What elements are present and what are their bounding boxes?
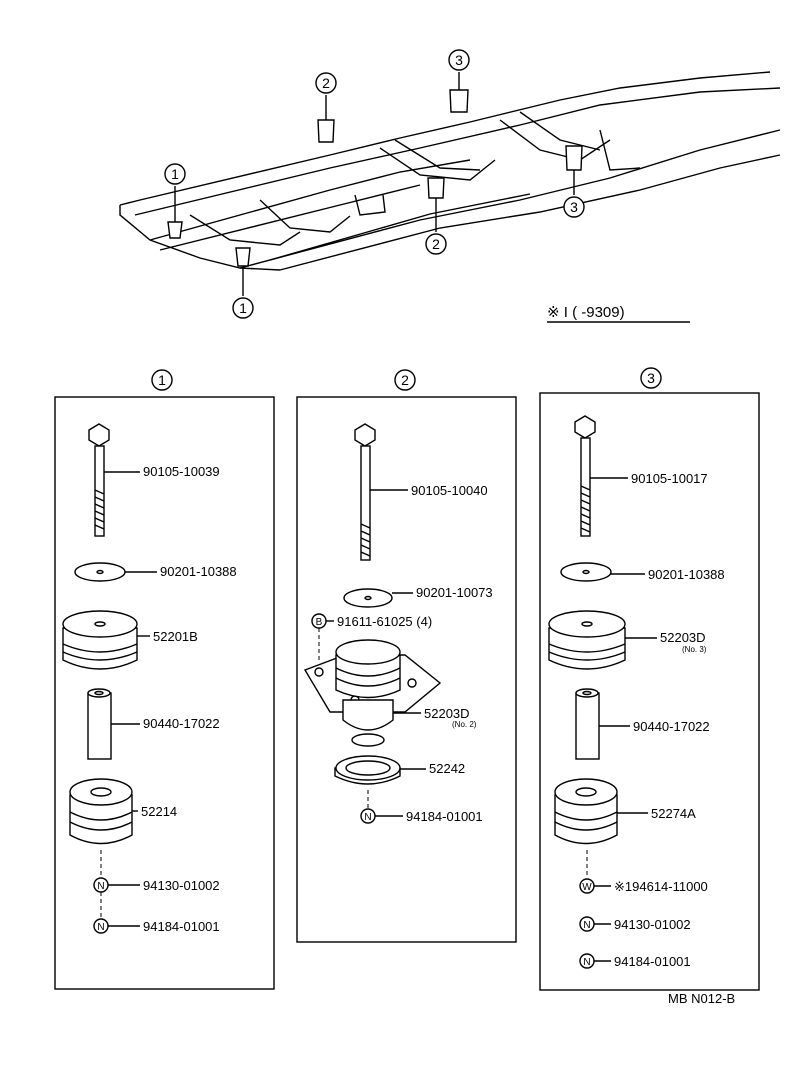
svg-text:N: N <box>583 920 590 931</box>
svg-text:1: 1 <box>171 166 179 182</box>
svg-text:N: N <box>364 812 371 823</box>
panel-3-cushion-upper <box>548 610 626 670</box>
panel-2-bolt <box>354 423 376 561</box>
panel-1-box <box>54 396 275 990</box>
frame-callout-3-upper: 3 <box>448 49 470 71</box>
panel-3-part-label: 52274A <box>651 806 696 821</box>
panel-1-part-label: 90105-10039 <box>143 464 220 479</box>
panel-3-washer <box>560 562 612 582</box>
panel-3-bolt <box>574 415 596 537</box>
figure-code: MB N012-B <box>668 991 735 1006</box>
svg-text:N: N <box>583 957 590 968</box>
panel-3-part-label: 94130-01002 <box>614 917 691 932</box>
panel-1-cushion-upper <box>62 610 138 670</box>
svg-text:1: 1 <box>158 372 166 388</box>
svg-text:3: 3 <box>647 370 655 386</box>
panel-3-part-label: ※194614-11000 <box>614 879 708 894</box>
panel-3-collar <box>575 688 600 760</box>
panel-1-part-label: 90201-10388 <box>160 564 237 579</box>
panel-3-nut-badge: N <box>579 916 595 932</box>
panel-3-part-label: 52203D <box>660 630 706 645</box>
svg-text:1: 1 <box>239 300 247 316</box>
frame-callout-3-lower: 3 <box>563 196 585 218</box>
svg-text:3: 3 <box>455 52 463 68</box>
panel-1-part-label: 94130-01002 <box>143 878 220 893</box>
panel-1-bolt <box>88 423 110 537</box>
frame-callout-2-upper: 2 <box>315 72 337 94</box>
panel-3-part-label: 90440-17022 <box>633 719 710 734</box>
panel-2-nut-badge: N <box>360 808 376 824</box>
svg-text:2: 2 <box>322 75 330 91</box>
panel-3-part-label: 90201-10388 <box>648 567 725 582</box>
panel-1-number: 1 <box>151 369 173 391</box>
panel-2-washer <box>343 588 393 608</box>
applicability-remark: ※ I ( -9309) <box>547 304 625 321</box>
panel-3-cushion-lower <box>554 778 618 845</box>
panel-1-part-label: 94184-01001 <box>143 919 220 934</box>
panel-2-box <box>296 396 517 943</box>
panel-3-part-label: 94184-01001 <box>614 954 691 969</box>
panel-3-box <box>539 392 760 991</box>
panel-2-part-label: 94184-01001 <box>406 809 483 824</box>
panel-1-cushion-lower <box>69 778 133 845</box>
panel-2-cushion-bracket <box>303 639 442 747</box>
panel-1-collar <box>87 688 112 760</box>
panel-2-number: 2 <box>394 369 416 391</box>
frame-callout-2-lower: 2 <box>425 233 447 255</box>
svg-text:N: N <box>97 922 104 933</box>
frame-illustration <box>119 71 781 296</box>
panel-1-part-label: 90440-17022 <box>143 716 220 731</box>
panel-2-part-label: 91611-61025 (4) <box>337 614 432 629</box>
panel-1-part-label: 52201B <box>153 629 198 644</box>
panel-3-washer-badge: W <box>579 878 595 894</box>
panel-1-part-label: 52214 <box>141 804 177 819</box>
frame-callout-1-upper: 1 <box>164 163 186 185</box>
svg-text:2: 2 <box>432 236 440 252</box>
panel-2-part-label: 90201-10073 <box>416 585 493 600</box>
panel-3-nut-badge: N <box>579 953 595 969</box>
panel-1-nut-badge: N <box>93 918 109 934</box>
panel-1-nut-badge: N <box>93 877 109 893</box>
svg-text:W: W <box>582 882 592 893</box>
frame-callout-1-lower: 1 <box>232 297 254 319</box>
panel-3-part-sublabel: (No. 3) <box>682 645 707 654</box>
panel-3-number: 3 <box>640 367 662 389</box>
panel-2-bolt-badge: B <box>311 613 327 629</box>
panel-2-part-label: 52242 <box>429 761 465 776</box>
panel-2-part-sublabel: (No. 2) <box>452 720 477 729</box>
svg-text:2: 2 <box>401 372 409 388</box>
panel-2-part-label: 90105-10040 <box>411 483 488 498</box>
svg-text:N: N <box>97 881 104 892</box>
svg-text:3: 3 <box>570 199 578 215</box>
panel-3-part-label: 90105-10017 <box>631 471 708 486</box>
panel-2-retainer <box>334 755 401 785</box>
svg-text:B: B <box>316 617 323 628</box>
panel-2-part-label: 52203D <box>424 706 470 721</box>
panel-1-washer <box>74 562 126 582</box>
